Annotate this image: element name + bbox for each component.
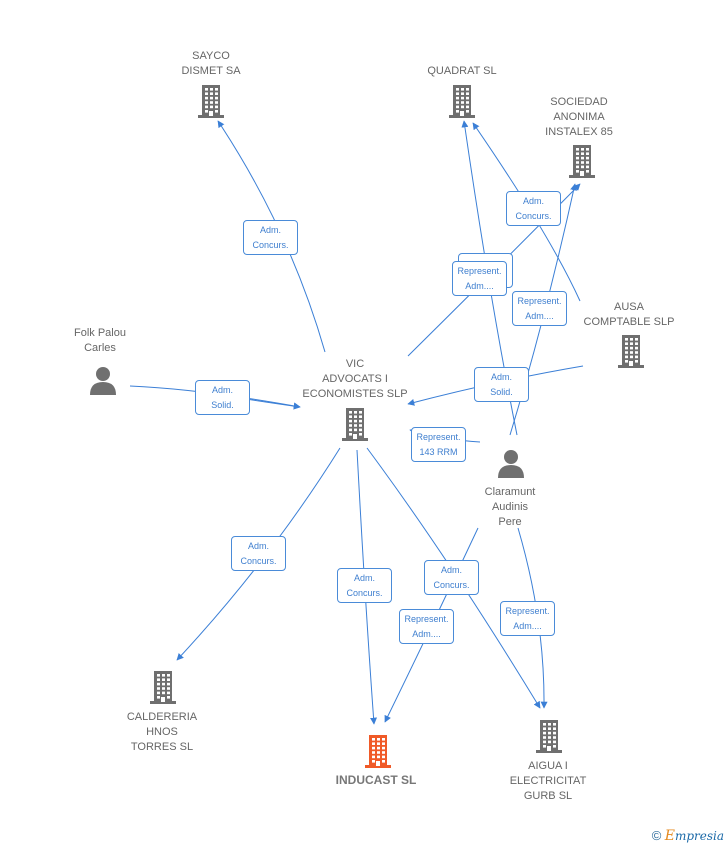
empresia-watermark[interactable]: © Empresia — [652, 828, 724, 844]
edge-label-10[interactable]: Adm. Concurs. — [424, 560, 479, 595]
claramunt-person-icon[interactable] — [496, 448, 526, 483]
caldereria-building-icon[interactable] — [148, 670, 178, 709]
edge-label-9[interactable]: Adm. Concurs. — [337, 568, 392, 603]
edge-label-12[interactable]: Represent. Adm.... — [500, 601, 555, 636]
folk-person-icon[interactable] — [88, 365, 118, 400]
inducast-label[interactable]: INDUCAST SL — [335, 773, 417, 787]
vic-label[interactable]: VIC ADVOCATS I ECONOMISTES SLP — [302, 358, 408, 400]
edge-label-4[interactable]: Represent. Adm.... — [512, 291, 567, 326]
quadrat-label[interactable]: QUADRAT SL — [427, 65, 497, 77]
ausa-building-icon[interactable] — [616, 334, 646, 373]
edge-label-7[interactable]: Represent. 143 RRM — [411, 427, 466, 462]
edge-label-8[interactable]: Adm. Concurs. — [231, 536, 286, 571]
copyright-symbol: © — [651, 828, 662, 843]
edge-label-2[interactable]: Adm. Concurs. — [506, 191, 561, 226]
brand-name: mpresia — [674, 829, 724, 843]
sayco-label[interactable]: SAYCO DISMET SA — [181, 50, 241, 77]
sayco-building-icon[interactable] — [196, 84, 226, 123]
sociedad-building-icon[interactable] — [567, 144, 597, 183]
quadrat-building-icon[interactable] — [447, 84, 477, 123]
brand-first-letter: E — [664, 828, 675, 844]
folk-label[interactable]: Folk Palou Carles — [74, 327, 126, 354]
claramunt-label[interactable]: Claramunt Audinis Pere — [484, 486, 536, 528]
edge-label-6[interactable]: Adm. Solid. — [195, 380, 250, 415]
edge-label-1[interactable]: Adm. Concurs. — [243, 220, 298, 255]
vic-building-icon[interactable] — [340, 407, 370, 446]
edge-label-5[interactable]: Adm. Solid. — [474, 367, 529, 402]
edge-label-11[interactable]: Represent. Adm.... — [399, 609, 454, 644]
inducast-building-icon[interactable] — [363, 734, 393, 773]
sociedad-label[interactable]: SOCIEDAD ANONIMA INSTALEX 85 — [545, 96, 613, 138]
ausa-label[interactable]: AUSA COMPTABLE SLP — [583, 301, 675, 328]
aigua-label[interactable]: AIGUA I ELECTRICITAT GURB SL — [509, 760, 587, 802]
caldereria-label[interactable]: CALDERERIA HNOS TORRES SL — [126, 711, 198, 753]
edge-label-3[interactable]: Represent. Adm.... — [452, 261, 507, 296]
aigua-building-icon[interactable] — [534, 719, 564, 758]
